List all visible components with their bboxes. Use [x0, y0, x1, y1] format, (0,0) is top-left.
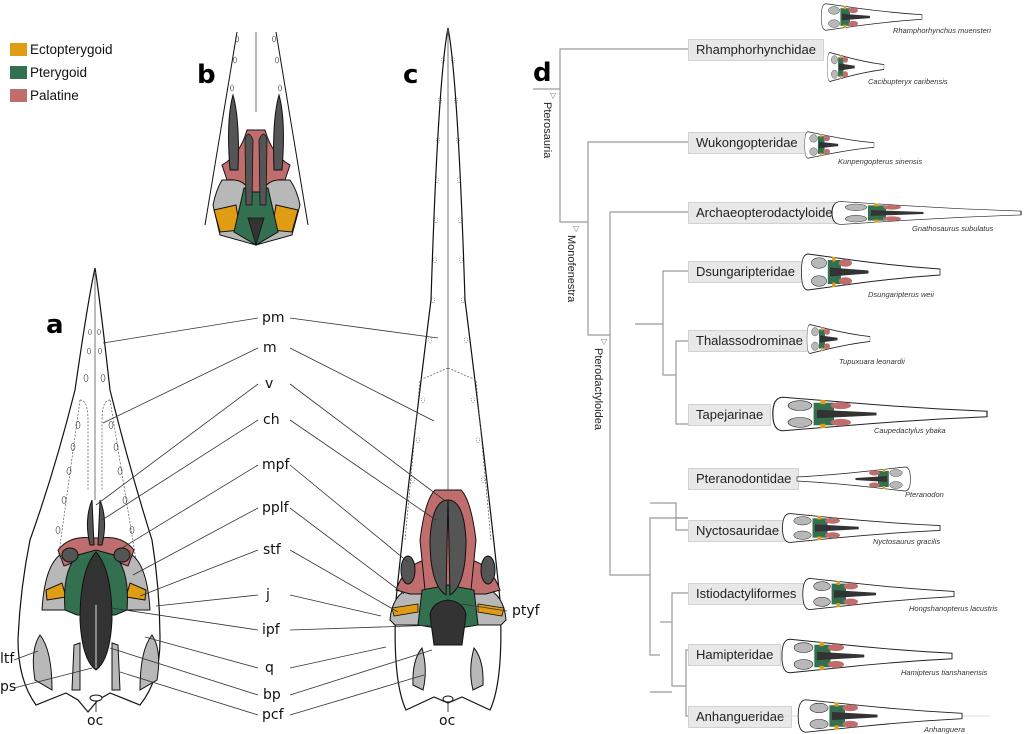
label-ipf: ipf	[262, 622, 280, 638]
legend-item-ectopterygoid: Ectopterygoid	[10, 38, 113, 61]
skull-thumbnail-gnathosaurus	[831, 200, 1022, 226]
species-name: Hongshanopterus lacustris	[909, 604, 998, 613]
palatine-swatch	[10, 89, 27, 102]
label-m: m	[263, 340, 277, 356]
taxon-anhangueridae: Anhangueridae	[688, 706, 793, 728]
label-ch: ch	[263, 412, 280, 428]
label-oc-c: oc	[439, 713, 456, 729]
taxon-hamipteridae: Hamipteridae	[688, 644, 782, 666]
skull-thumbnail-pteranodon	[796, 466, 911, 492]
species-name: Pteranodon	[905, 490, 944, 499]
label-ps: ps	[0, 679, 17, 695]
branch-hami-anhang	[685, 649, 688, 717]
legend-label: Pterygoid	[30, 65, 88, 80]
label-pcf: pcf	[262, 707, 284, 723]
branch-monofenestra	[587, 141, 688, 336]
taxon-pteranodontidae: Pteranodontidae	[688, 468, 800, 490]
species-name: Gnathosaurus subulatus	[912, 224, 994, 233]
node-marker-icon: ▽	[573, 224, 580, 233]
legend-label: Ectopterygoid	[30, 42, 113, 57]
leader-lines	[13, 317, 508, 716]
species-name: Anhanguera	[924, 725, 965, 734]
legend: Ectopterygoid Pterygoid Palatine	[10, 38, 113, 107]
taxon-thalassodrominae: Thalassodrominae	[688, 330, 811, 352]
skull-thumbnail-dsungaripterus	[800, 253, 941, 291]
branch-pterosauria	[559, 48, 688, 223]
label-ptyf: ptyf	[512, 603, 540, 619]
taxon-nyctosauridae: Nyctosauridae	[688, 520, 788, 542]
skull-b	[204, 31, 309, 247]
taxon-dsungaripteridae: Dsungaripteridae	[688, 261, 804, 283]
label-oc-a: oc	[87, 713, 104, 729]
panel-letter-d: d	[533, 58, 552, 88]
legend-label: Palatine	[30, 88, 79, 103]
pterygoid-swatch	[10, 66, 27, 79]
clade-monofenestra: Monofenestra	[565, 235, 577, 303]
branch-dsung-tapej	[662, 270, 688, 376]
branch-thal-tapej	[675, 340, 688, 425]
species-name: Dsungaripterus weii	[868, 290, 934, 299]
legend-item-pterygoid: Pterygoid	[10, 61, 113, 84]
species-name: Nyctosaurus gracilis	[873, 537, 941, 546]
label-ltf: ltf	[0, 651, 15, 667]
species-name: Kunpengopterus sinensis	[838, 157, 923, 166]
node-marker-icon: ▽	[550, 91, 557, 100]
species-name: Cacibupteryx caribensis	[868, 77, 948, 86]
label-j: j	[266, 587, 270, 603]
ectopterygoid-swatch	[10, 43, 27, 56]
label-stf: stf	[263, 542, 281, 558]
label-bp: bp	[263, 687, 281, 703]
skull-c	[389, 27, 507, 712]
skull-thumbnail-tupuxuara	[806, 324, 871, 354]
taxon-archaeopterodactyloidea: Archaeopterodactyloidea	[688, 202, 848, 224]
label-q: q	[265, 660, 274, 676]
species-name: Hamipterus tianshanensis	[901, 668, 988, 677]
branch-pterodactyloidea	[609, 211, 688, 576]
label-pplf: pplf	[262, 500, 289, 516]
label-pm: pm	[262, 310, 285, 326]
clade-pterosauria: Pterosauria	[541, 102, 553, 159]
branch-istio-rest	[671, 592, 688, 687]
legend-item-palatine: Palatine	[10, 84, 113, 107]
panel-letter-a: a	[46, 310, 64, 340]
taxon-tapejarinae: Tapejarinae	[688, 404, 772, 426]
taxon-wukongopteridae: Wukongopteridae	[688, 132, 806, 154]
skull-a	[17, 267, 161, 713]
skull-thumbnail-kunpengopterus	[804, 131, 875, 159]
branch-ptera-nycto	[663, 502, 688, 531]
taxon-rhamphorhynchidae: Rhamphorhynchidae	[688, 39, 824, 61]
species-name: Caupedactylus ybaka	[874, 426, 946, 435]
species-name: Tupuxuara leonardii	[839, 357, 905, 366]
label-mpf: mpf	[262, 457, 290, 473]
taxon-istiodactyliformes: Istiodactyliformes	[688, 583, 805, 605]
node-marker-icon: ▽	[601, 337, 608, 346]
clade-pterodactyloidea: Pterodactyloidea	[592, 348, 604, 430]
branch-pteranodont-rest	[649, 517, 688, 656]
label-v: v	[265, 376, 274, 392]
species-name: Rhamphorhynchus muensteri	[893, 26, 991, 35]
panel-letter-b: b	[197, 60, 216, 90]
panel-letter-c: c	[403, 60, 419, 90]
